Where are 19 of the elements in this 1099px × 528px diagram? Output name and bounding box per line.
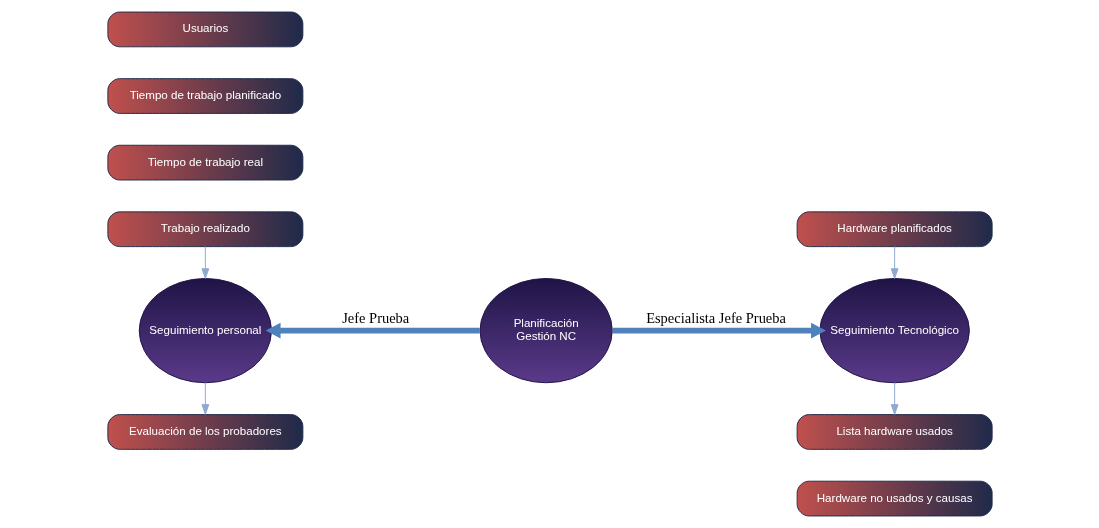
node-box: Tiempo de trabajo real bbox=[106, 144, 303, 181]
node-box: Evaluación de los probadores bbox=[106, 414, 303, 450]
node-box: Hardware no usados y causas bbox=[796, 480, 993, 517]
arrow bbox=[201, 246, 209, 279]
node-box: Lista hardware usados bbox=[796, 414, 993, 450]
arrow bbox=[265, 322, 480, 339]
arrow bbox=[890, 382, 898, 415]
node-box: Hardware planificados bbox=[796, 211, 993, 248]
arrow bbox=[201, 382, 209, 415]
edge-label: Jefe Prueba bbox=[341, 309, 409, 326]
node-ellipse: Seguimiento Tecnológico bbox=[818, 278, 970, 384]
node-box: Usuarios bbox=[106, 11, 303, 48]
arrow bbox=[890, 246, 898, 279]
node-ellipse: Seguimiento personal bbox=[138, 278, 272, 384]
edge-label: Especialista Jefe Prueba bbox=[645, 309, 786, 326]
arrow bbox=[612, 322, 826, 339]
node-box: Tiempo de trabajo planificado bbox=[106, 78, 303, 114]
node-box: Trabajo realizado bbox=[106, 211, 303, 248]
node-ellipse: Planificación Gestión NC bbox=[479, 278, 613, 384]
